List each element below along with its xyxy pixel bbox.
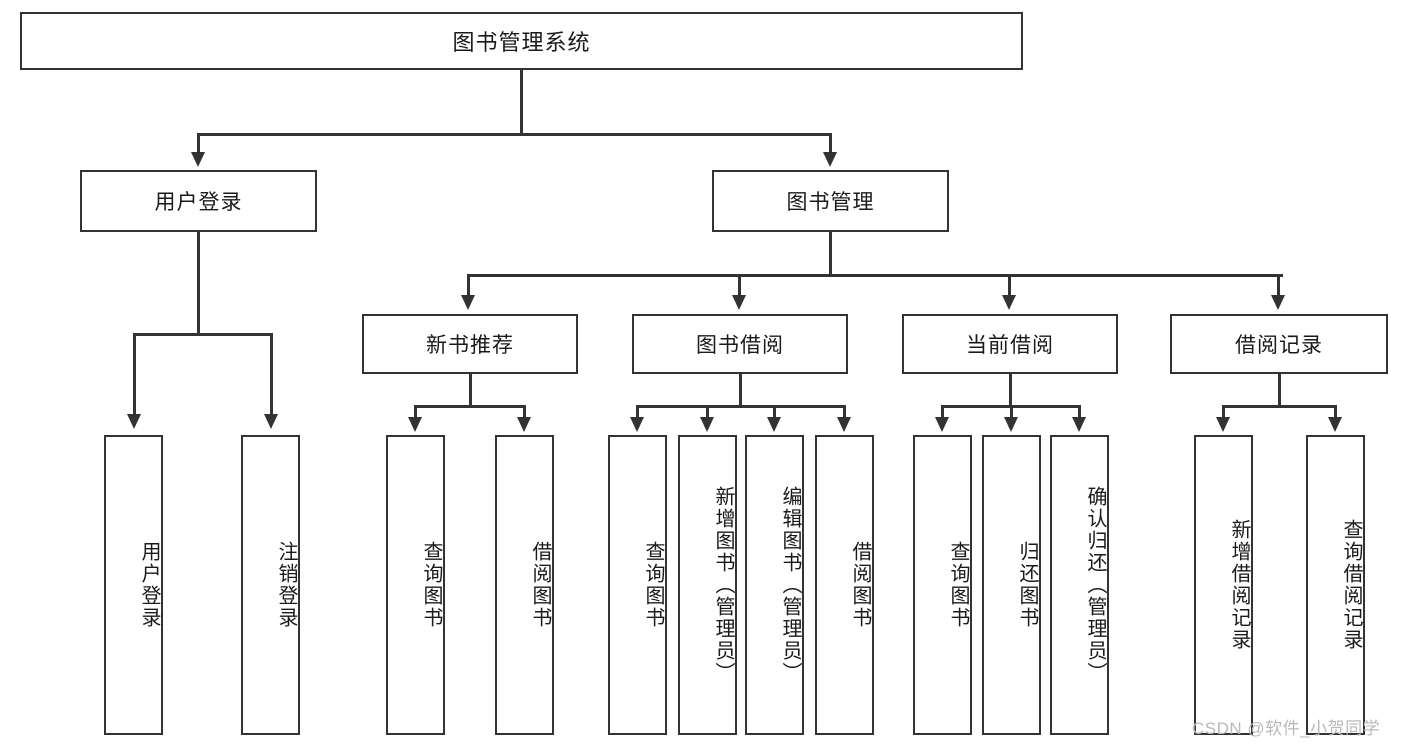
leaf-label: 归还图书 xyxy=(1016,541,1038,629)
connector-bm-to-borrow-record xyxy=(1277,274,1280,298)
connector-borrow-record-bar xyxy=(1222,405,1336,408)
leaf-label: 注销登录 xyxy=(275,541,297,629)
node-current-borrow[interactable]: 当前借阅 xyxy=(902,314,1118,374)
node-book-management[interactable]: 图书管理 xyxy=(712,170,949,232)
leaf-label: 确认归还（管理员） xyxy=(1084,486,1106,684)
connector-nbr-to-leaf-1 xyxy=(523,405,526,420)
node-leaf-user-login[interactable]: 用户登录 xyxy=(104,435,163,735)
connector-book-management-bar xyxy=(467,274,1283,277)
arrow-bb-to-leaf-2 xyxy=(767,417,781,432)
connector-book-management-trunk xyxy=(829,232,832,277)
leaf-label: 新增借阅记录 xyxy=(1228,519,1250,651)
arrow-cb-to-leaf-0 xyxy=(935,417,949,432)
node-leaf-logout[interactable]: 注销登录 xyxy=(241,435,300,735)
node-leaf-borrow-book-1[interactable]: 借阅图书 xyxy=(495,435,554,735)
leaf-label: 借阅图书 xyxy=(849,541,871,629)
node-leaf-add-book[interactable]: 新增图书（管理员） xyxy=(678,435,737,735)
node-leaf-confirm-return[interactable]: 确认归还（管理员） xyxy=(1050,435,1109,735)
leaf-label: 借阅图书 xyxy=(529,541,551,629)
leaf-label: 查询图书 xyxy=(420,541,442,629)
connector-root-trunk xyxy=(520,70,523,135)
connector-cb-to-leaf-1 xyxy=(1010,405,1013,420)
node-borrow-record[interactable]: 借阅记录 xyxy=(1170,314,1388,374)
connector-root-to-user-login xyxy=(197,133,200,158)
connector-bm-to-current-borrow xyxy=(1008,274,1011,298)
arrow-bb-to-leaf-0 xyxy=(630,417,644,432)
arrow-bm-to-new-book-recommend xyxy=(461,295,475,310)
arrow-root-to-book-management xyxy=(823,152,837,167)
connector-cb-to-leaf-0 xyxy=(941,405,944,420)
arrow-bm-to-current-borrow xyxy=(1002,295,1016,310)
arrow-user-login-to-leaf-0 xyxy=(127,414,141,429)
connector-current-borrow-trunk xyxy=(1009,374,1012,407)
connector-bm-to-new-book-recommend xyxy=(467,274,470,298)
leaf-label: 新增图书（管理员） xyxy=(712,486,734,684)
leaf-label: 编辑图书（管理员） xyxy=(779,486,801,684)
arrow-bm-to-borrow-record xyxy=(1271,295,1285,310)
node-new-book-recommend[interactable]: 新书推荐 xyxy=(362,314,578,374)
node-book-borrow[interactable]: 图书借阅 xyxy=(632,314,848,374)
arrow-user-login-to-leaf-1 xyxy=(264,414,278,429)
node-leaf-add-record[interactable]: 新增借阅记录 xyxy=(1194,435,1253,735)
arrow-nbr-to-leaf-0 xyxy=(408,417,422,432)
connector-bb-to-leaf-3 xyxy=(843,405,846,420)
node-leaf-query-book-3[interactable]: 查询图书 xyxy=(913,435,972,735)
connector-book-borrow-bar xyxy=(636,405,845,408)
arrow-root-to-user-login xyxy=(191,152,205,167)
connector-new-book-recommend-bar xyxy=(414,405,525,408)
leaf-label: 查询借阅记录 xyxy=(1340,519,1362,651)
connector-user-login-to-leaf-1 xyxy=(270,333,273,418)
leaf-label: 用户登录 xyxy=(138,541,160,629)
leaf-label: 查询图书 xyxy=(642,541,664,629)
connector-user-login-bar xyxy=(133,333,272,336)
arrow-bb-to-leaf-1 xyxy=(700,417,714,432)
connector-root-bar xyxy=(197,133,831,136)
connector-user-login-to-leaf-0 xyxy=(133,333,136,418)
node-leaf-borrow-book-2[interactable]: 借阅图书 xyxy=(815,435,874,735)
arrow-nbr-to-leaf-1 xyxy=(517,417,531,432)
connector-br-to-leaf-1 xyxy=(1334,405,1337,420)
connector-bb-to-leaf-1 xyxy=(706,405,709,420)
connector-root-to-book-management xyxy=(829,133,832,158)
connector-new-book-recommend-trunk xyxy=(469,374,472,407)
connector-book-borrow-trunk xyxy=(739,374,742,407)
node-leaf-query-book-2[interactable]: 查询图书 xyxy=(608,435,667,735)
connector-bb-to-leaf-2 xyxy=(773,405,776,420)
arrow-cb-to-leaf-1 xyxy=(1004,417,1018,432)
arrow-bm-to-book-borrow xyxy=(732,295,746,310)
arrow-br-to-leaf-1 xyxy=(1328,417,1342,432)
arrow-cb-to-leaf-2 xyxy=(1072,417,1086,432)
node-root-system[interactable]: 图书管理系统 xyxy=(20,12,1023,70)
connector-cb-to-leaf-2 xyxy=(1078,405,1081,420)
connector-user-login-trunk xyxy=(197,232,200,335)
connector-bb-to-leaf-0 xyxy=(636,405,639,420)
arrow-bb-to-leaf-3 xyxy=(837,417,851,432)
node-leaf-return-book[interactable]: 归还图书 xyxy=(982,435,1041,735)
node-user-login[interactable]: 用户登录 xyxy=(80,170,317,232)
node-leaf-query-record[interactable]: 查询借阅记录 xyxy=(1306,435,1365,735)
connector-borrow-record-trunk xyxy=(1278,374,1281,407)
connector-bm-to-book-borrow xyxy=(738,274,741,298)
node-leaf-query-book-1[interactable]: 查询图书 xyxy=(386,435,445,735)
connector-nbr-to-leaf-0 xyxy=(414,405,417,420)
leaf-label: 查询图书 xyxy=(947,541,969,629)
connector-br-to-leaf-0 xyxy=(1222,405,1225,420)
arrow-br-to-leaf-0 xyxy=(1216,417,1230,432)
node-leaf-edit-book[interactable]: 编辑图书（管理员） xyxy=(745,435,804,735)
